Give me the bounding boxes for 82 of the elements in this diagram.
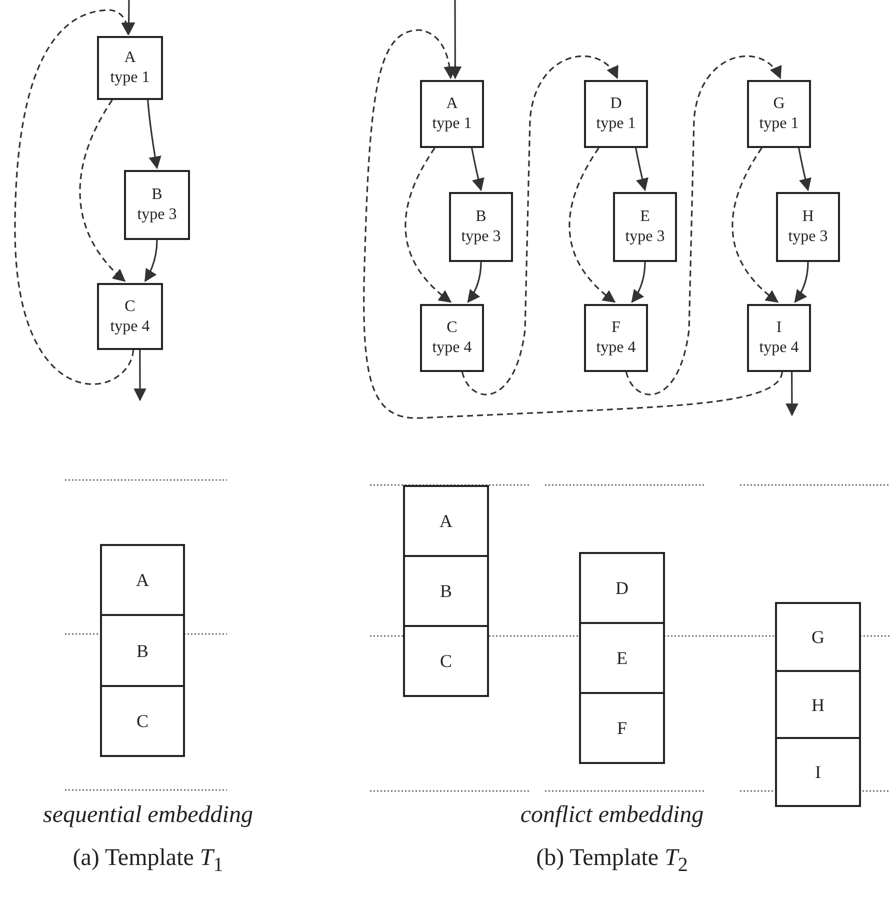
schedule-slot-box — [775, 602, 861, 672]
task-type: type 3 — [625, 227, 665, 247]
task-name: D — [610, 94, 622, 114]
schedule-slot-box — [775, 737, 861, 807]
task-box — [613, 192, 677, 262]
dashed-arrow — [363, 29, 783, 419]
task-box — [584, 304, 648, 372]
schedule-slot-box — [100, 614, 185, 687]
task-box — [776, 192, 840, 262]
task-name: C — [136, 711, 148, 731]
task-type: type 1 — [596, 114, 636, 134]
task-name: A — [440, 511, 452, 531]
schedule-slot-box — [403, 485, 489, 557]
arrow — [147, 100, 162, 170]
task-type: type 3 — [461, 227, 501, 247]
task-name: H — [802, 207, 814, 227]
dashed-arrow — [625, 56, 781, 396]
task-box — [449, 192, 513, 262]
task-box — [97, 283, 163, 350]
task-type: type 3 — [788, 227, 828, 247]
task-name: H — [812, 694, 824, 714]
task-name: A — [136, 570, 149, 590]
schedule-slot-box — [403, 555, 489, 627]
task-name: B — [136, 640, 148, 660]
arrow — [134, 350, 146, 402]
task-name: B — [476, 207, 486, 227]
dashed-arrow — [404, 148, 452, 303]
task-box — [97, 36, 163, 100]
dashed-arrow — [14, 9, 134, 385]
task-name: I — [815, 762, 821, 782]
schedule-slot-box — [579, 552, 665, 624]
arrow — [467, 262, 482, 304]
arrow — [798, 148, 812, 192]
dashed-arrow — [732, 148, 779, 303]
task-type: type 3 — [137, 205, 177, 225]
task-type: type 4 — [432, 338, 472, 358]
task-type: type 4 — [759, 338, 799, 358]
schedule-slot-box — [579, 692, 665, 764]
task-name: F — [616, 718, 627, 738]
schedule-slot-box — [100, 544, 185, 616]
task-name: I — [776, 318, 782, 338]
task-name: E — [640, 207, 650, 227]
dashed-arrow — [568, 148, 616, 303]
task-name: E — [616, 648, 628, 668]
task-type: type 1 — [432, 114, 472, 134]
task-name: A — [446, 94, 458, 114]
task-name: B — [440, 581, 452, 601]
task-box — [420, 80, 484, 148]
task-name: G — [773, 94, 785, 114]
schedule-slot-box — [775, 670, 861, 739]
task-name: C — [446, 318, 458, 338]
task-type: type 1 — [759, 114, 799, 134]
arrow — [144, 240, 158, 282]
dashed-arrow — [461, 56, 618, 396]
task-box — [420, 304, 484, 372]
schedule-slot-box — [579, 622, 665, 694]
task-type: type 4 — [596, 338, 636, 358]
task-box — [747, 80, 811, 148]
schedule-slot-box — [403, 625, 489, 697]
task-box — [584, 80, 648, 148]
figure-caption: (a) Template T$_{1}$ — [72, 845, 224, 877]
task-type: type 4 — [110, 316, 150, 336]
schedule-slot-box — [100, 685, 185, 757]
task-name: C — [440, 651, 452, 671]
task-box — [124, 170, 190, 240]
arrow — [631, 262, 646, 304]
task-name: G — [812, 627, 824, 647]
arrow — [794, 262, 809, 304]
arrow — [471, 148, 484, 192]
task-name: C — [124, 296, 136, 316]
embedding-caption: sequential embedding — [43, 802, 253, 829]
embedding-caption: conflict embedding — [520, 802, 704, 829]
arrow — [635, 148, 648, 192]
task-name: B — [152, 185, 162, 205]
task-name: D — [616, 578, 628, 598]
arrow — [786, 372, 798, 416]
task-type: type 1 — [110, 68, 150, 88]
task-name: A — [124, 48, 136, 68]
task-box — [747, 304, 811, 372]
task-name: F — [612, 318, 620, 338]
figure-caption: (b) Template T$_{2}$ — [536, 845, 688, 877]
dashed-arrow — [79, 100, 126, 282]
